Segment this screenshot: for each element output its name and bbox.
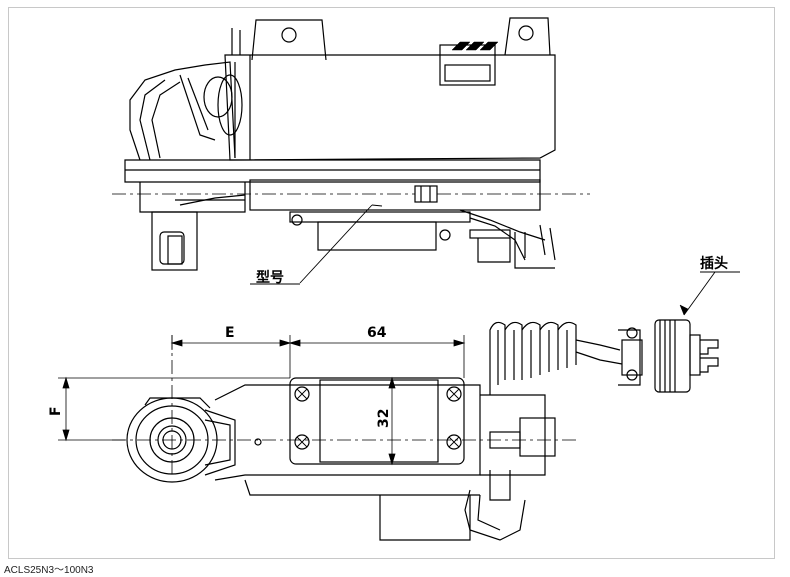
bottom-switch — [317, 221, 437, 251]
model-label: 型号 — [256, 269, 284, 286]
dim-e-label: E — [225, 325, 235, 341]
dim-32 — [388, 376, 396, 466]
main-body — [224, 54, 556, 161]
dim-f-label: F — [48, 406, 64, 416]
mount-hole-right — [518, 25, 534, 41]
mount-ear-right — [504, 17, 551, 56]
plug — [618, 319, 719, 393]
ratchet-arm — [249, 179, 541, 211]
plug-leader — [683, 271, 716, 316]
lower-body — [124, 159, 541, 183]
dim-e — [170, 335, 292, 378]
switch-plate — [289, 377, 465, 465]
dim-64 — [288, 335, 466, 378]
motor-cap — [203, 76, 233, 118]
model-leader — [299, 204, 373, 284]
angle-head — [129, 61, 236, 161]
dim-32-label: 32 — [376, 409, 392, 428]
side-view — [112, 17, 590, 285]
square-drive — [151, 211, 198, 271]
dim-64-label: 64 — [367, 325, 387, 341]
mount-hole-left — [281, 27, 297, 43]
drawing-frame — [8, 7, 775, 559]
plan-view — [58, 271, 740, 541]
coiled-cable — [489, 321, 623, 395]
model-range-caption: ACLS25N3～100N3 — [4, 565, 94, 576]
plug-label: 插头 — [700, 255, 728, 272]
mount-ear-left — [251, 19, 327, 61]
dim-f — [58, 376, 290, 442]
switch-cover — [319, 379, 439, 463]
switch-block — [439, 44, 496, 86]
cable-clamp — [519, 417, 556, 457]
